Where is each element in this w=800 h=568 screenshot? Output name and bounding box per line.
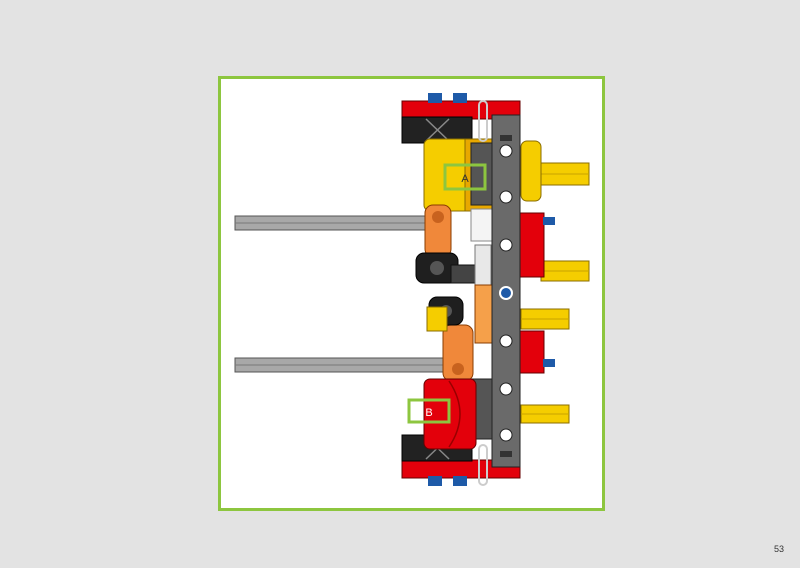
orange-link-top [424, 204, 452, 258]
long-axle-bottom [234, 357, 446, 373]
yellow-axle-right-2 [540, 260, 590, 282]
assembly-illustration: A B [234, 93, 590, 486]
red-block-right-2 [517, 330, 545, 374]
callout-box-a [443, 163, 487, 191]
callout-label-a: A [461, 173, 469, 185]
yellow-axle-right-4 [520, 404, 570, 424]
instruction-panel: A B [218, 76, 605, 511]
callout-label-b: B [425, 407, 432, 419]
long-axle-top [234, 215, 446, 231]
page-number: 53 [773, 544, 784, 554]
gray-liftarm [491, 114, 521, 468]
gear-wheel [474, 244, 494, 344]
rubber-band-bottom [478, 444, 488, 486]
red-block-right-1 [517, 212, 545, 278]
blue-pin-2 [543, 359, 555, 367]
callout-box-b [407, 398, 451, 424]
yellow-axle-upper-left [426, 306, 448, 332]
rubber-band-top [478, 100, 488, 142]
orange-link-bottom [442, 324, 474, 382]
yellow-axle-right-3 [520, 308, 570, 330]
blue-pin-1 [543, 217, 555, 225]
yellow-axle-right-1 [520, 140, 590, 202]
